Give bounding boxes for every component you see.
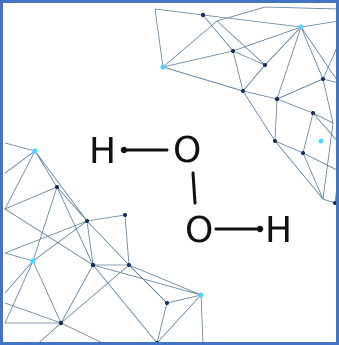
bond-arrow-dots (120, 146, 264, 233)
molecule-bonds (122, 148, 262, 231)
atom-h2: H (265, 210, 292, 251)
atom-o1: O (173, 130, 201, 171)
network-decoration-bottom-left (4, 142, 204, 342)
network-nodes-bottom-left (30, 148, 204, 342)
molecule-atoms: H O O H (89, 130, 292, 251)
diagram-canvas: H O O H (4, 6, 336, 342)
atom-h1: H (89, 131, 116, 172)
network-nodes-top-right (160, 12, 336, 205)
network-decoration-top-right (154, 6, 336, 204)
atom-o2: O (185, 210, 213, 251)
bond-o1-o2 (191, 171, 197, 205)
